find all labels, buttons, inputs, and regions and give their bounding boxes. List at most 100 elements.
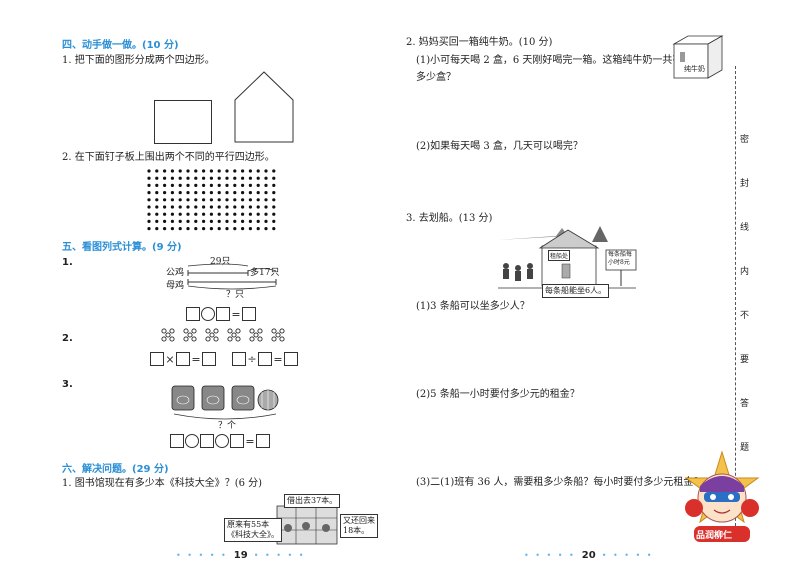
operator-circle[interactable] (215, 434, 229, 448)
answer-box[interactable] (258, 352, 272, 366)
flower-dot (161, 336, 167, 342)
nail-dot (194, 205, 198, 209)
nail-dot (202, 169, 206, 173)
answer-box[interactable] (284, 352, 298, 366)
note-returned-line2: 18本。 (343, 526, 370, 535)
flower-dot (227, 336, 233, 342)
nail-dot (248, 198, 252, 202)
nail-dot (264, 183, 268, 187)
note-lent: 借出去37本。 (284, 494, 341, 508)
section-6-title: 六、解决问题。(29 分) (62, 464, 169, 475)
flower-groups (161, 328, 285, 342)
nail-dot (202, 212, 206, 216)
nail-dot (248, 169, 252, 173)
flower-dot (227, 328, 233, 334)
nail-dot (248, 205, 252, 209)
nail-dot (202, 198, 206, 202)
nail-dot (155, 227, 159, 231)
nail-dot (178, 212, 182, 216)
nail-dot (209, 212, 213, 216)
answer-box[interactable] (230, 434, 244, 448)
nail-dot (155, 212, 159, 216)
nail-dot (248, 212, 252, 216)
nail-dot (264, 198, 268, 202)
nail-dot (264, 212, 268, 216)
milk-box-illustration (672, 35, 724, 79)
flower-dot (191, 328, 197, 334)
answer-box[interactable] (216, 307, 230, 321)
nail-dot (147, 169, 151, 173)
nail-dot (256, 169, 260, 173)
note-returned: 又还回来 18本。 (340, 514, 378, 538)
nail-dot (186, 205, 190, 209)
nail-dot (233, 183, 237, 187)
times-sign: × (165, 352, 175, 366)
nail-dot (256, 205, 260, 209)
answer-box[interactable] (256, 434, 270, 448)
nail-dot (233, 227, 237, 231)
label-unknown-chickens: ？只 (226, 290, 245, 300)
flower-dot (169, 328, 175, 334)
nail-dot (170, 183, 174, 187)
nail-dot (194, 219, 198, 223)
flower-dot (235, 336, 241, 342)
answer-box[interactable] (186, 307, 200, 321)
binding-char: 封 (740, 179, 750, 189)
nail-dot (241, 176, 245, 180)
nail-dot (155, 191, 159, 195)
nail-dot (241, 169, 245, 173)
nail-dot (233, 169, 237, 173)
nail-dot (163, 227, 167, 231)
flower-dot (187, 332, 193, 338)
question-4-2: 2. 在下面钉子板上围出两个不同的平行四边形。 (62, 152, 275, 163)
boat-rental-sign: 租船处 (548, 250, 571, 261)
rectangle-shape (154, 100, 212, 144)
answer-box[interactable] (202, 352, 216, 366)
flower-dot (271, 336, 277, 342)
nail-dot (186, 176, 190, 180)
nail-dot (209, 176, 213, 180)
nail-dot (147, 183, 151, 187)
flower-dot (235, 328, 241, 334)
binding-char: 题 (740, 443, 750, 453)
footer-left: • • • • • 19 • • • • • (176, 550, 305, 561)
nail-dot (186, 198, 190, 202)
footer-dots: • • • • • (524, 551, 576, 560)
answer-box[interactable] (242, 307, 256, 321)
nail-dot (147, 191, 151, 195)
flower-dot (275, 332, 281, 338)
nail-dot (178, 191, 182, 195)
operator-circle[interactable] (185, 434, 199, 448)
answer-box[interactable] (170, 434, 184, 448)
operator-circle[interactable] (201, 307, 215, 321)
nail-dot (163, 176, 167, 180)
binding-char: 要 (740, 355, 750, 365)
binding-char: 密 (740, 135, 750, 145)
binding-line (735, 66, 736, 536)
nail-dot (147, 198, 151, 202)
nail-dot (241, 205, 245, 209)
flower-dot (279, 336, 285, 342)
nail-dot (241, 219, 245, 223)
nail-dot (272, 227, 276, 231)
flower-dot (165, 332, 171, 338)
problem-3-number: 3. (62, 379, 73, 390)
nail-dot (178, 176, 182, 180)
nail-dot (186, 169, 190, 173)
nail-dot (256, 191, 260, 195)
nail-dot (147, 176, 151, 180)
nail-dot (178, 169, 182, 173)
pentagon-shape (234, 71, 294, 143)
page-number-20: 20 (581, 550, 596, 561)
answer-box[interactable] (176, 352, 190, 366)
binding-char: 内 (740, 267, 750, 277)
answer-box[interactable] (200, 434, 214, 448)
nail-dot (163, 169, 167, 173)
nail-dot (163, 183, 167, 187)
nail-dot (163, 191, 167, 195)
nail-dot (256, 176, 260, 180)
nail-dot (163, 212, 167, 216)
answer-box[interactable] (150, 352, 164, 366)
nail-dot (272, 176, 276, 180)
answer-box[interactable] (232, 352, 246, 366)
